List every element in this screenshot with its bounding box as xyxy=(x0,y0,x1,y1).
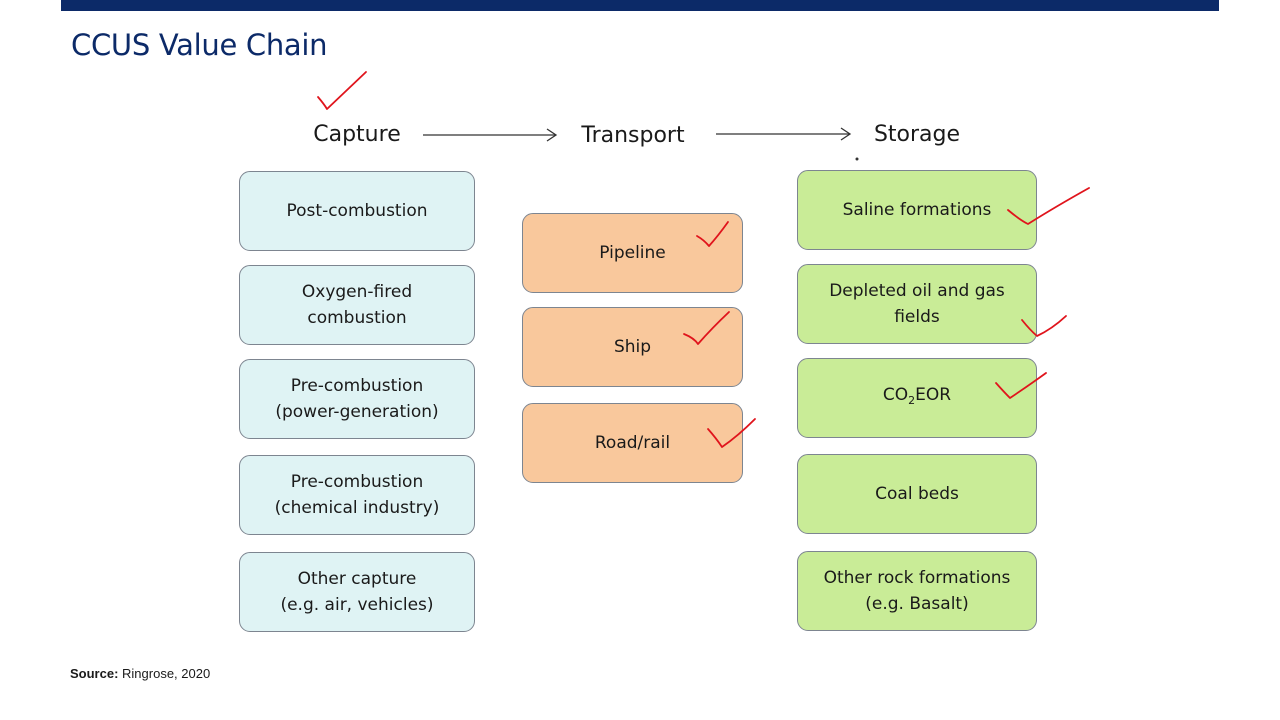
storage-box-co2-eor: CO2EOR xyxy=(797,358,1037,438)
box-line: (power-generation) xyxy=(275,402,439,422)
arrow-right-icon xyxy=(716,127,852,141)
box-line: Other rock formations xyxy=(823,568,1011,588)
box-line: Other capture xyxy=(297,569,417,589)
checkmark-icon xyxy=(317,71,367,110)
capture-box-oxygen-fired: Oxygen-fired combustion xyxy=(239,265,475,345)
box-line: Oxygen-fired xyxy=(301,282,413,302)
source-label: Source: xyxy=(70,666,119,681)
box-line: Ship xyxy=(613,337,652,357)
box-line: Post-combustion xyxy=(286,201,428,221)
heading-capture: Capture xyxy=(313,122,401,147)
heading-transport: Transport xyxy=(581,123,685,148)
stray-dot xyxy=(855,157,859,161)
box-line: CO2EOR xyxy=(882,385,952,407)
box-line: Coal beds xyxy=(875,484,959,504)
capture-box-pre-combustion-power: Pre-combustion (power-generation) xyxy=(239,359,475,439)
box-line: fields xyxy=(894,307,940,327)
source-text: Ringrose, 2020 xyxy=(122,666,211,681)
box-line: Pre-combustion xyxy=(290,376,424,396)
box-line: (e.g. air, vehicles) xyxy=(280,595,434,615)
transport-box-pipeline: Pipeline xyxy=(522,213,743,293)
box-line: (chemical industry) xyxy=(274,498,440,518)
box-line: combustion xyxy=(307,308,407,328)
source-note: Source: Ringrose, 2020 xyxy=(70,666,210,681)
slide-title: CCUS Value Chain xyxy=(71,28,328,62)
heading-storage: Storage xyxy=(873,122,961,147)
box-line: Pipeline xyxy=(599,243,666,263)
storage-box-coal-beds: Coal beds xyxy=(797,454,1037,534)
box-line: Road/rail xyxy=(594,433,671,453)
box-line: Saline formations xyxy=(842,200,992,220)
arrow-right-icon xyxy=(423,128,558,142)
box-line: (e.g. Basalt) xyxy=(865,594,969,614)
capture-box-pre-combustion-chemical: Pre-combustion (chemical industry) xyxy=(239,455,475,535)
box-line: Pre-combustion xyxy=(290,472,424,492)
box-line: Depleted oil and gas xyxy=(829,281,1005,301)
storage-box-depleted-fields: Depleted oil and gas fields xyxy=(797,264,1037,344)
subscript-2: 2 xyxy=(908,394,916,407)
capture-box-other-capture: Other capture (e.g. air, vehicles) xyxy=(239,552,475,632)
top-banner xyxy=(61,0,1219,11)
transport-box-road-rail: Road/rail xyxy=(522,403,743,483)
storage-box-other-rock: Other rock formations (e.g. Basalt) xyxy=(797,551,1037,631)
storage-box-saline: Saline formations xyxy=(797,170,1037,250)
transport-box-ship: Ship xyxy=(522,307,743,387)
capture-box-post-combustion: Post-combustion xyxy=(239,171,475,251)
